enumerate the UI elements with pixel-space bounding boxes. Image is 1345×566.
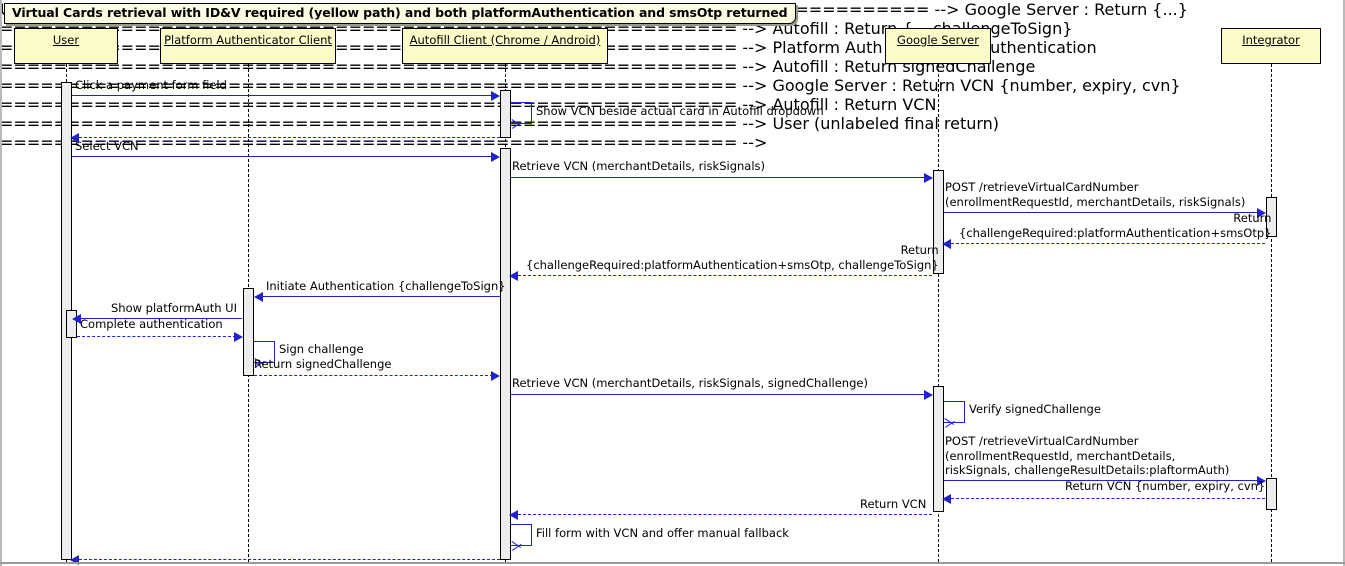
message-label-18: Return VCN: [860, 497, 927, 511]
message-label-13: Return signedChallenge: [254, 357, 392, 371]
participant-label-platform-auth: Platform Authenticator Client: [164, 33, 332, 47]
message-arrow-10: [81, 318, 242, 319]
message-arrowhead-2: [512, 118, 522, 129]
activation-integrator-second: [1266, 478, 1277, 510]
message-arrowhead-17: [942, 494, 951, 504]
frame-right-edge: [1343, 0, 1345, 566]
message-arrow-18: [518, 514, 932, 515]
message-arrow-16: [944, 480, 1259, 481]
participant-integrator[interactable]: Integrator: [1221, 28, 1321, 64]
frame-left-edge: [0, 0, 2, 566]
message-arrowhead-6: [1257, 208, 1266, 218]
message-arrow-9: [263, 296, 500, 297]
message-label-17: Return VCN {number, expiry, cvn}: [1065, 479, 1266, 493]
activation-autofill-main: [500, 148, 511, 560]
message-arrow-7: [951, 243, 1265, 244]
message-label-10: Show platformAuth UI: [111, 301, 237, 315]
message-label-1: Click a payment form field: [75, 78, 227, 92]
participant-label-integrator: Integrator: [1242, 33, 1300, 47]
message-label-4: Select VCN: [75, 139, 139, 153]
message-label-5: Retrieve VCN (merchantDetails, riskSigna…: [512, 159, 765, 173]
participant-label-google-server: Google Server: [897, 33, 979, 47]
participant-label-user: User: [52, 33, 80, 47]
message-arrow-3: [79, 137, 500, 138]
message-arrow-8: [518, 275, 932, 276]
message-label-14: Retrieve VCN (merchantDetails, riskSigna…: [512, 376, 868, 390]
message-arrowhead-1: [491, 91, 500, 101]
message-arrow-6: [944, 212, 1259, 213]
participant-autofill-client[interactable]: Autofill Client (Chrome / Android): [402, 28, 608, 64]
message-arrow-1: [72, 95, 493, 96]
activation-google-server-first: [933, 170, 944, 274]
message-arrow-4: [72, 156, 493, 157]
message-arrowhead-18: [509, 510, 518, 520]
message-arrowhead-3: [70, 133, 79, 143]
message-arrowhead-9: [254, 292, 263, 302]
message-label-16: POST /retrieveVirtualCardNumber (enrollm…: [945, 434, 1230, 477]
diagram-title: Virtual Cards retrieval with ID&V requir…: [4, 3, 796, 24]
frame-bottom-edge: [0, 562, 1345, 564]
participant-platform-authenticator-client[interactable]: Platform Authenticator Client: [160, 28, 336, 64]
message-label-12: Sign challenge: [279, 342, 364, 356]
message-arrow-14: [511, 394, 926, 395]
message-arrowhead-7: [942, 239, 951, 249]
message-arrow-13: [254, 375, 493, 376]
activation-user-platform-auth: [66, 310, 77, 338]
message-arrow-20: [79, 559, 500, 560]
message-label-7: Return {challengeRequired:platformAuthen…: [959, 211, 1272, 240]
message-arrowhead-19: [512, 540, 522, 551]
message-arrowhead-20: [70, 555, 79, 565]
activation-integrator-first: [1266, 197, 1277, 237]
message-arrowhead-15: [945, 417, 955, 428]
activation-platform-auth: [243, 288, 254, 376]
message-label-6: POST /retrieveVirtualCardNumber (enrollm…: [945, 180, 1246, 209]
participant-google-server[interactable]: Google Server: [885, 28, 991, 64]
message-arrowhead-11: [234, 332, 243, 342]
message-arrowhead-8: [509, 271, 518, 281]
message-arrowhead-16: [1257, 476, 1266, 486]
message-label-19: Fill form with VCN and offer manual fall…: [536, 526, 789, 540]
message-label-9: Initiate Authentication {challengeToSign…: [266, 279, 506, 293]
message-label-15: Verify signedChallenge: [969, 402, 1101, 416]
message-arrowhead-13: [491, 371, 500, 381]
participant-user[interactable]: User: [14, 28, 118, 64]
lifeline-integrator: [1271, 64, 1272, 562]
message-arrowhead-14: [924, 390, 933, 400]
message-arrow-11: [77, 336, 236, 337]
activation-autofill-dropdown: [500, 90, 511, 138]
participant-label-autofill: Autofill Client (Chrome / Android): [409, 33, 601, 47]
message-arrowhead-4: [491, 152, 500, 162]
lifeline-google-server: [938, 64, 939, 562]
message-arrowhead-5: [924, 173, 933, 183]
message-label-2: Show VCN beside actual card in Autofill …: [536, 104, 824, 118]
message-label-8: Return {challengeRequired:platformAuthen…: [526, 243, 939, 272]
message-label-11: Complete authentication: [80, 317, 223, 331]
message-arrow-17: [951, 498, 1265, 499]
message-arrow-5: [511, 177, 926, 178]
activation-google-server-second: [933, 386, 944, 512]
message-arrowhead-10: [72, 314, 81, 324]
